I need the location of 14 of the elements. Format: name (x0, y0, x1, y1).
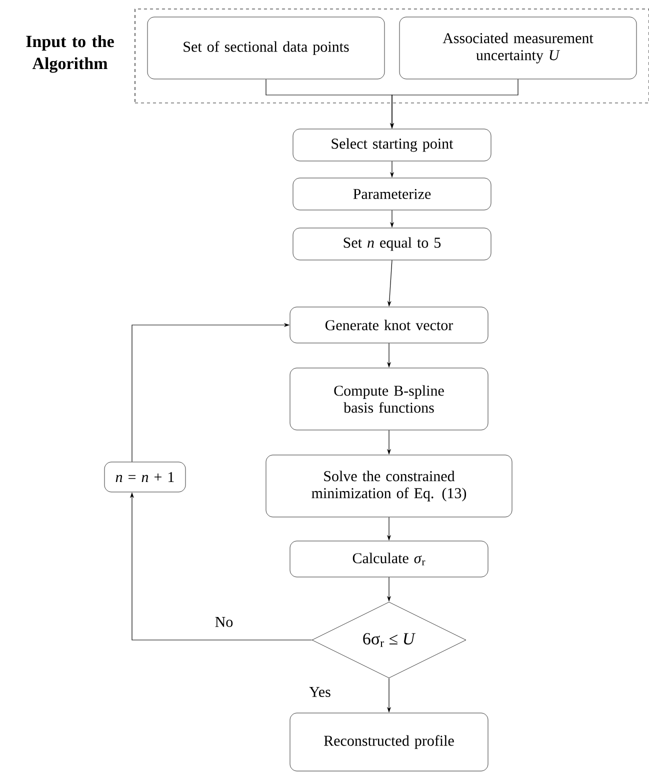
process-box: Parameterize (292, 178, 492, 210)
edge-label: Yes (308, 686, 332, 698)
process-box: Generate knot vector (290, 306, 488, 344)
process-box: n = n + 1 (104, 462, 186, 492)
process-box: Solve the constrained minimization of Eq. (13) (266, 454, 512, 518)
node-label: Input to the Algorithm (26, 35, 114, 73)
process-box: Associated measurement uncertainty U (399, 16, 637, 80)
process-box: Reconstructed profile (290, 712, 488, 772)
process-box: Select starting point (292, 128, 492, 162)
edge-label: No (214, 616, 234, 628)
process-box: Compute B-spline basis functions (290, 368, 488, 430)
process-box: Set n equal to 5 (292, 228, 492, 260)
process-box: Set of sectional data points (147, 16, 385, 80)
process-box: Calculate σ$_{r}$ (290, 540, 488, 578)
